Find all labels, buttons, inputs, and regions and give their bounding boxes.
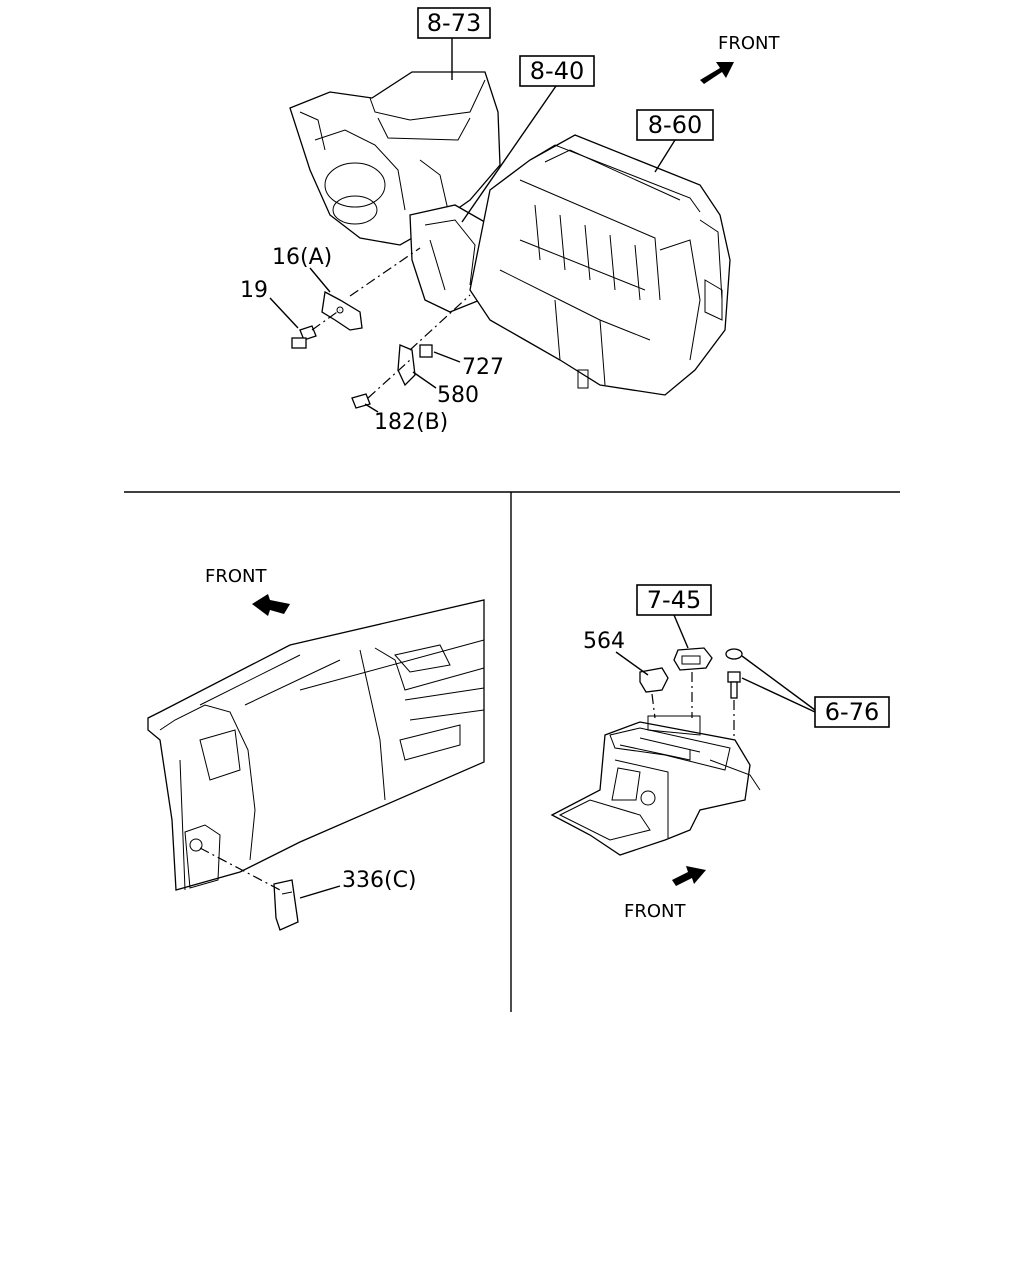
- svg-text:8-60: 8-60: [648, 111, 702, 139]
- ref-box-8-60[interactable]: 8-60: [636, 109, 714, 141]
- svg-text:8-40: 8-40: [530, 57, 584, 85]
- svg-text:FRONT: FRONT: [205, 566, 267, 587]
- bracket-16a[interactable]: [321, 290, 363, 331]
- ref-box-6-76[interactable]: 6-76: [814, 696, 890, 728]
- front-arrow-icon: [672, 866, 706, 886]
- leader-8-60: [654, 139, 676, 173]
- label-564: 564: [583, 629, 625, 654]
- front-arrow-bottom-right: FRONT: [624, 866, 706, 922]
- clip-and-screw-6-76[interactable]: [725, 648, 743, 699]
- bracket-580[interactable]: [397, 344, 416, 387]
- console-illustration: [550, 715, 761, 856]
- clip-727[interactable]: [419, 344, 433, 358]
- label-182b: 182(B): [374, 410, 448, 435]
- svg-text:FRONT: FRONT: [718, 33, 780, 54]
- svg-text:6-76: 6-76: [825, 698, 879, 726]
- ref-box-8-73[interactable]: 8-73: [417, 7, 491, 39]
- switch-7-45[interactable]: [673, 647, 713, 671]
- label-19: 19: [240, 278, 268, 303]
- front-arrow-bottom-left: FRONT: [205, 566, 290, 616]
- instrument-panel-illustration: [147, 599, 485, 891]
- front-arrow-icon: [700, 62, 734, 84]
- label-16a: 16(A): [272, 245, 332, 270]
- ref-box-7-45[interactable]: 7-45: [636, 584, 712, 616]
- label-336c: 336(C): [342, 868, 417, 893]
- svg-text:8-73: 8-73: [427, 9, 481, 37]
- front-arrow-icon: [252, 594, 290, 616]
- front-arrow-top: FRONT: [700, 33, 780, 84]
- hvac-assembly-illustration: [289, 71, 731, 396]
- label-580: 580: [437, 383, 479, 408]
- bracket-336c[interactable]: [273, 879, 299, 931]
- svg-text:FRONT: FRONT: [624, 901, 686, 922]
- label-727: 727: [462, 355, 504, 380]
- leader-8-40: [461, 85, 557, 223]
- svg-text:7-45: 7-45: [647, 586, 701, 614]
- ref-box-8-40[interactable]: 8-40: [519, 55, 595, 87]
